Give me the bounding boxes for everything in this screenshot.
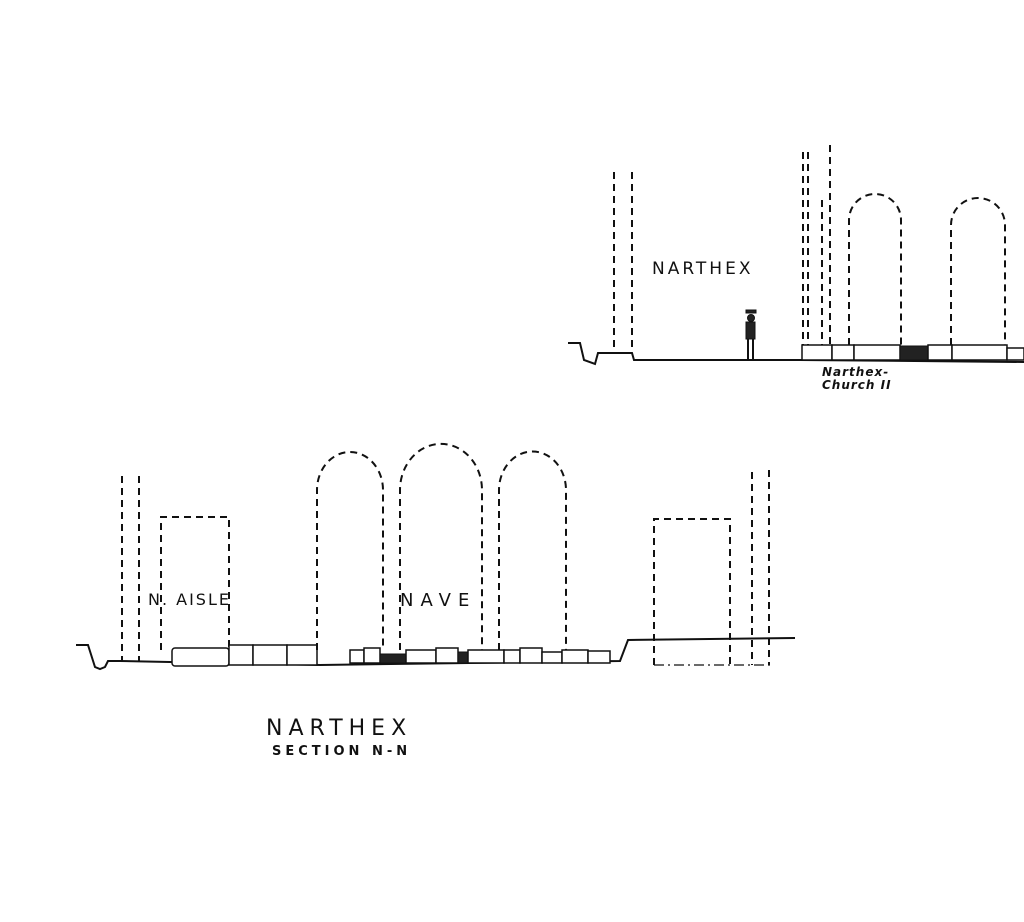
upper-section bbox=[568, 145, 1024, 366]
aisle-base-block bbox=[228, 644, 254, 666]
upper-rubble-block bbox=[899, 345, 929, 361]
note-line-2: Church II bbox=[822, 378, 892, 392]
aisle-outline bbox=[160, 516, 230, 650]
human-figure bbox=[745, 309, 757, 359]
nave-arch bbox=[399, 442, 483, 650]
nave-rubble bbox=[349, 647, 611, 664]
upper-base-block bbox=[831, 344, 855, 361]
upper-base-block bbox=[927, 344, 953, 361]
upper-arch bbox=[950, 197, 1006, 345]
upper-base-block bbox=[801, 344, 833, 361]
upper-base-block bbox=[951, 344, 1008, 361]
narthex-room-label: NARTHEX bbox=[652, 259, 754, 279]
note-line-1: Narthex- bbox=[822, 365, 890, 379]
nave-arch bbox=[316, 451, 384, 650]
drawing-subtitle: SECTION N-N bbox=[272, 744, 412, 759]
aisle-base-block bbox=[286, 644, 318, 666]
upper-base-block bbox=[853, 344, 901, 361]
upper-arch bbox=[848, 193, 902, 345]
upper-ground-line bbox=[568, 342, 1024, 366]
aisle-base-block bbox=[171, 647, 230, 667]
aisle-label: N. AISLE bbox=[148, 590, 231, 609]
nave-label: NAVE bbox=[400, 590, 477, 611]
upper-base-block bbox=[1006, 347, 1024, 361]
drawing-title: NARTHEX bbox=[266, 716, 413, 741]
aisle-base-block bbox=[252, 644, 288, 666]
narthex-church-note: Narthex- Church II bbox=[822, 366, 892, 392]
lower-section bbox=[76, 442, 796, 671]
right-room-outline bbox=[653, 518, 731, 665]
lower-ground-line bbox=[76, 637, 796, 671]
nave-arch bbox=[498, 450, 567, 650]
